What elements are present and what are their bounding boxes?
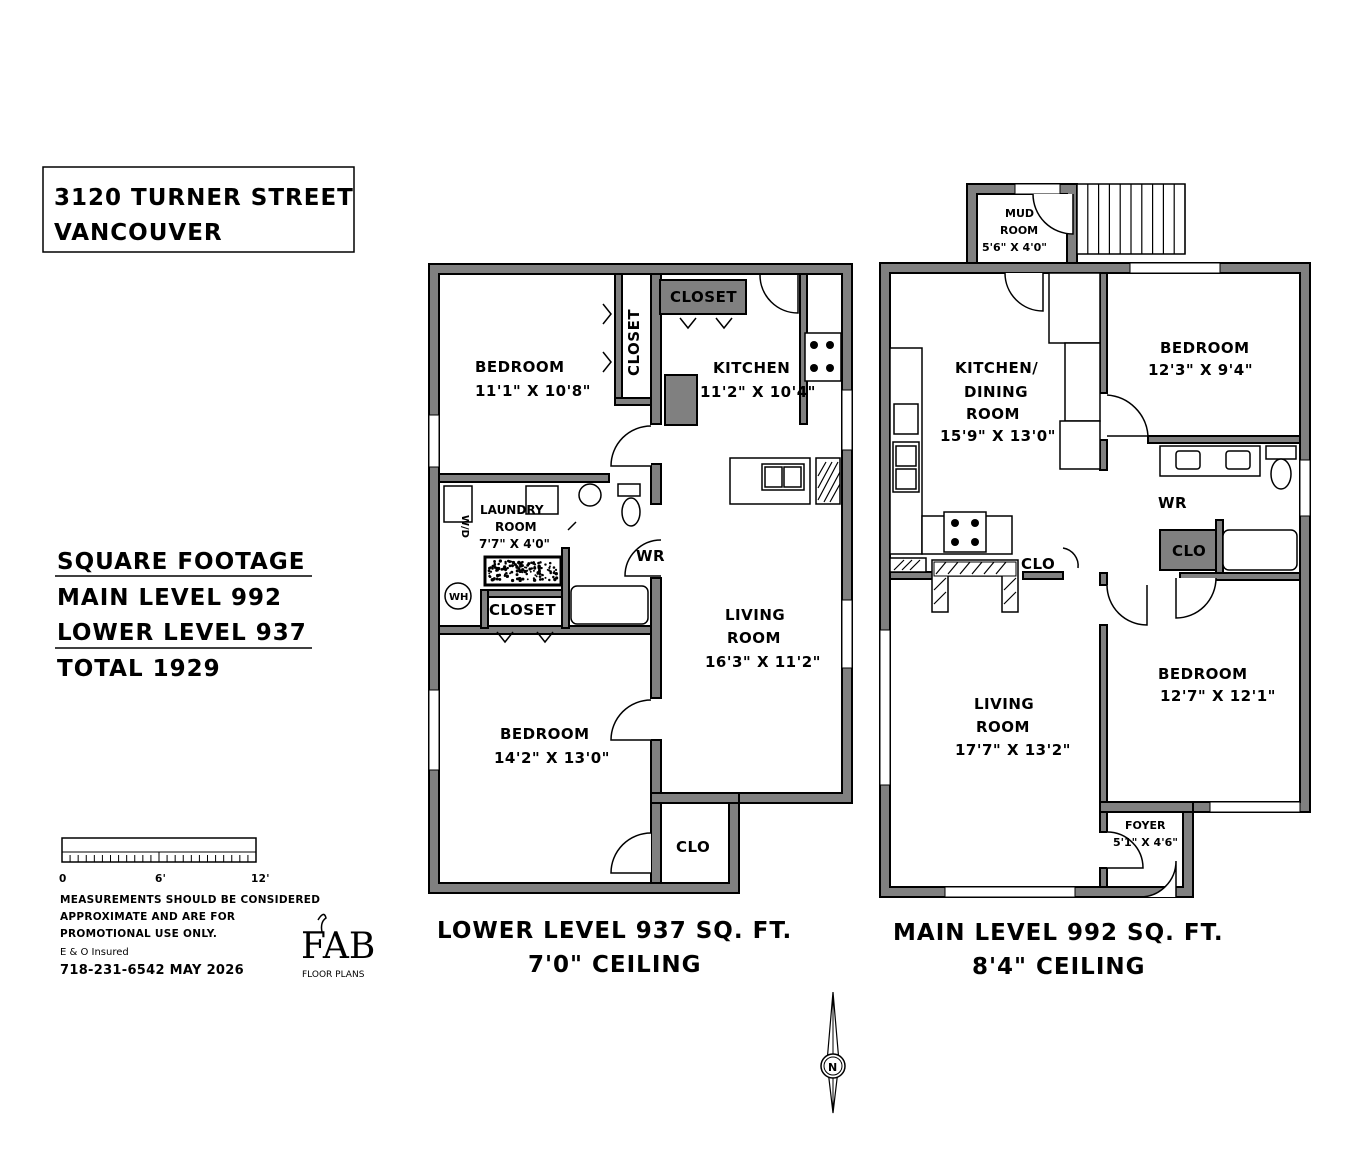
wd-label: W/D [459, 515, 470, 538]
north-compass-icon: N [820, 991, 846, 1114]
wh-label: WH [449, 592, 468, 603]
lower-living-name-1: LIVING [725, 606, 785, 624]
lower-bedroom2-size: 14'2" X 13'0" [494, 749, 610, 767]
lower-level-footage: LOWER LEVEL 937 [57, 620, 307, 646]
main-level-caption-1: MAIN LEVEL 992 SQ. FT. [893, 920, 1224, 946]
water-heater-icon [444, 582, 472, 610]
main-bedroom1-name: BEDROOM [1160, 339, 1250, 357]
foyer-name: FOYER [1125, 819, 1166, 832]
lower-fixtures [443, 332, 842, 625]
lower-windows [428, 389, 853, 771]
lower-interior-walls [438, 273, 808, 884]
laundry-sink-icon [525, 485, 559, 515]
lower-clo-label: CLO [676, 838, 710, 856]
lower-bedroom2-name: BEDROOM [500, 725, 590, 743]
lower-living-size: 16'3" X 11'2" [705, 653, 821, 671]
address-block: 3120 TURNER STREET VANCOUVER [42, 166, 355, 253]
main-kitchen-size: 15'9" X 13'0" [940, 427, 1056, 445]
lower-level-plan: BEDROOM 11'1" X 10'8" CLOSET CLOSET KITC… [428, 263, 853, 978]
note-line-3: PROMOTIONAL USE ONLY. [60, 928, 217, 940]
fab-logo: FAB FLOOR PLANS [301, 913, 375, 980]
main-bedroom2-name: BEDROOM [1158, 665, 1248, 683]
lower-doors [496, 274, 799, 874]
lower-toilet-icon [621, 497, 641, 527]
logo-subtitle: FLOOR PLANS [302, 970, 365, 980]
note-line-2: APPROXIMATE AND ARE FOR [60, 911, 235, 923]
disclaimer-notes: MEASUREMENTS SHOULD BE CONSIDERED APPROX… [60, 894, 320, 978]
square-footage-block: SQUARE FOOTAGE MAIN LEVEL 992 LOWER LEVE… [55, 549, 312, 682]
lower-stove-icon [804, 332, 842, 382]
laundry-room-name-2: ROOM [495, 520, 537, 534]
lower-bedroom1-name: BEDROOM [475, 358, 565, 376]
note-line-5: 718-231-6542 MAY 2026 [60, 963, 244, 978]
main-clo-bath: CLO [1172, 542, 1206, 560]
mud-room-name-2: ROOM [1000, 224, 1038, 237]
lower-bathtub-icon [570, 585, 649, 625]
main-clo-kitchen: CLO [1021, 555, 1055, 573]
main-toilet-icon [1270, 458, 1292, 490]
main-bedroom2-size: 12'7" X 12'1" [1160, 687, 1276, 705]
square-footage-heading: SQUARE FOOTAGE [57, 549, 305, 575]
main-level-caption-2: 8'4" CEILING [972, 954, 1146, 980]
main-doors [1004, 193, 1217, 898]
main-fixtures [889, 272, 1298, 613]
main-living-name-1: LIVING [974, 695, 1034, 713]
lower-closet-top: CLOSET [670, 288, 737, 306]
main-wr-label: WR [1158, 494, 1187, 512]
note-line-1: MEASUREMENTS SHOULD BE CONSIDERED [60, 894, 320, 906]
lower-level-caption-2: 7'0" CEILING [528, 952, 702, 978]
main-bedroom1-size: 12'3" X 9'4" [1148, 361, 1253, 379]
logo-flourish-icon [317, 913, 327, 933]
compass-letter: N [828, 1061, 837, 1074]
main-bathtub-icon [1222, 529, 1298, 571]
total-footage: TOTAL 1929 [57, 656, 221, 682]
main-bath-sink-2-icon [1225, 450, 1251, 470]
address-line-2: VANCOUVER [54, 220, 223, 246]
laundry-room-name-1: LAUNDRY [480, 503, 544, 517]
main-level-plan: MUD ROOM 5'6" X 4'0" KITCHEN/ DINING ROO… [879, 183, 1311, 980]
lower-kitchen-name: KITCHEN [713, 359, 790, 377]
washer-dryer-icon [443, 485, 473, 523]
main-kitchen-name-2: DINING [964, 383, 1028, 401]
scale-bar: 0 6' 12' [59, 837, 270, 885]
main-windows [879, 183, 1311, 898]
main-living-size: 17'7" X 13'2" [955, 741, 1071, 759]
main-bath-sink-1-icon [1175, 450, 1201, 470]
main-fridge-icon [1059, 420, 1101, 470]
main-kitchen-name-1: KITCHEN/ [955, 359, 1038, 377]
lower-living-name-2: ROOM [727, 629, 781, 647]
exterior-stairs [1076, 183, 1186, 255]
main-living-name-2: ROOM [976, 718, 1030, 736]
foyer-size: 5'1" X 4'6" [1113, 836, 1178, 849]
lower-level-caption-1: LOWER LEVEL 937 SQ. FT. [437, 918, 792, 944]
lower-kitchen-size: 11'2" X 10'4" [700, 383, 816, 401]
scale-tick-6: 6' [155, 873, 166, 885]
lower-bedroom1-size: 11'1" X 10'8" [475, 382, 591, 400]
note-line-4: E & O Insured [60, 947, 129, 958]
mud-room-name-1: MUD [1005, 207, 1034, 220]
lower-bath-sink-icon [578, 483, 602, 507]
main-labels: MUD ROOM 5'6" X 4'0" KITCHEN/ DINING ROO… [940, 207, 1276, 849]
lower-closet-mid: CLOSET [489, 601, 556, 619]
lower-labels: BEDROOM 11'1" X 10'8" CLOSET CLOSET KITC… [449, 288, 821, 856]
main-interior-walls [889, 272, 1301, 888]
main-kitchen-name-3: ROOM [966, 405, 1020, 423]
laundry-room-size: 7'7" X 4'0" [479, 537, 550, 551]
logo-mark: FAB [301, 926, 375, 967]
main-level-footage: MAIN LEVEL 992 [57, 585, 282, 611]
mud-room-size: 5'6" X 4'0" [982, 241, 1047, 254]
main-stove-icon [943, 511, 987, 553]
main-cabinet-upper [1048, 272, 1101, 344]
scale-tick-0: 0 [59, 873, 67, 885]
lower-wr-label: WR [636, 547, 665, 565]
lower-closet-vertical: CLOSET [625, 309, 643, 376]
scale-tick-12: 12' [251, 873, 270, 885]
address-line-1: 3120 TURNER STREET [54, 185, 354, 211]
